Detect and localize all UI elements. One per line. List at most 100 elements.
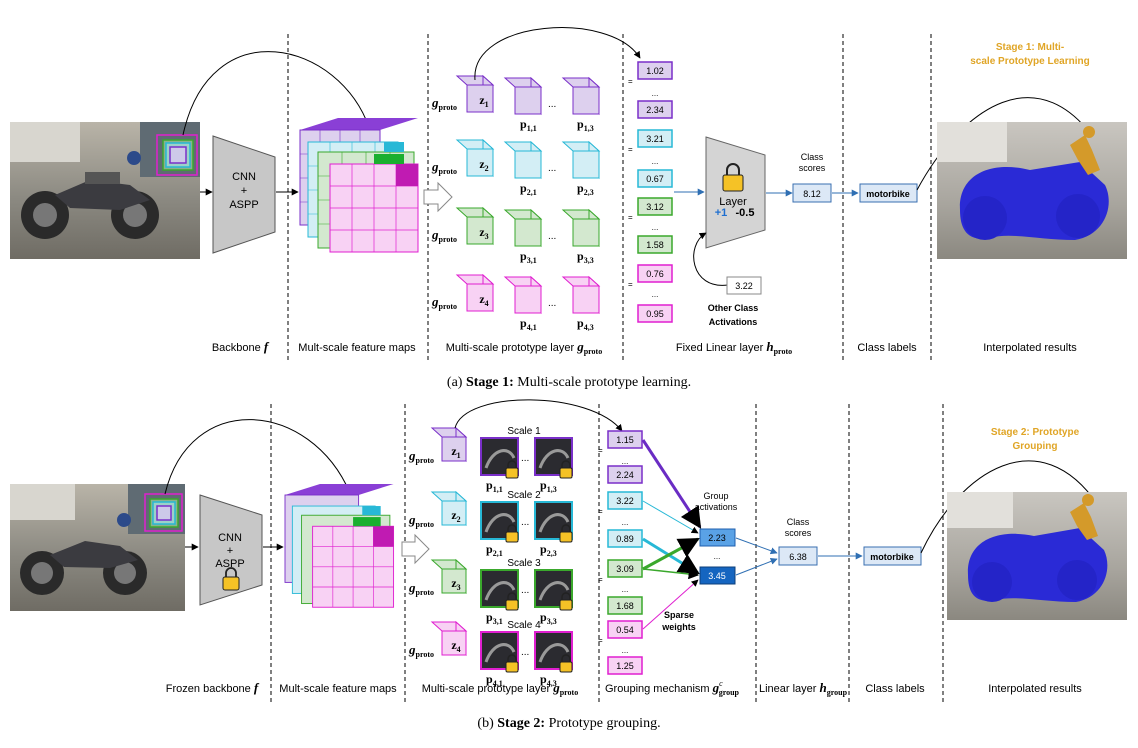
stage1-backbone-cnn: CNN [232, 171, 256, 183]
stage1-backbone: CNN + ASPP [212, 135, 276, 254]
stage2-backbone-plus: + [227, 545, 233, 557]
stage2-scale-vector-label-2: z2 [451, 508, 460, 524]
stage1-activation-equals-1: = [628, 77, 633, 86]
stage2-group-activations-2: activations [695, 502, 738, 512]
stage2-activation-box-9 [607, 596, 643, 615]
stage1-layer-pos-weight: +1 [715, 207, 728, 219]
stage2-prototype-ellipsis-1: ... [521, 453, 529, 464]
stage1-class-score: 8.12 [803, 189, 821, 199]
stage1-prototype-last-2 [561, 140, 601, 180]
stage2-group-box-2 [699, 566, 736, 585]
stage2-prototype-patch-last-4 [534, 631, 573, 673]
stage1-hollow-arrow [423, 181, 453, 213]
stage2-prototype-lock-icon [505, 524, 519, 543]
stage2-prototype-patch-first-4 [480, 631, 519, 673]
stage2-backbone: CNN + ASPP [199, 494, 263, 606]
stage1-backbone-plus: + [241, 185, 247, 197]
stage2-prototype-ellipsis-4: ... [521, 647, 529, 658]
stage2-scale-vector-2 [430, 490, 468, 527]
stage1-prototype-ellipsis-1: ... [548, 99, 556, 110]
stage2-activation-ellipsis-8: ... [622, 585, 629, 594]
stage2-activation-value-12: 1.25 [616, 661, 634, 671]
stage2-sparse-weights-2: weights [661, 622, 696, 632]
stage2-group-value-2: 3.45 [708, 571, 726, 581]
stage2-class-label: motorbike [870, 552, 914, 562]
stage2-activation-equals-3: = [598, 575, 603, 584]
stage1-gproto-label-4: gproto [431, 294, 457, 311]
stage1-layer-lock-icon [722, 163, 744, 192]
stage2-caption: (b) Stage 2: Prototype grouping. [477, 716, 660, 731]
stage2-scale-title-3: Scale 3 [507, 558, 541, 569]
stage1-activation-box-10 [637, 264, 673, 283]
stage2-prototype-lock-icon [505, 654, 519, 673]
stage2-activation-column: 1.15...2.243.22...0.893.09...1.680.54...… [598, 430, 643, 675]
stage1: CNN + ASPP [10, 27, 1127, 390]
stage2-scale-vector-1 [430, 426, 468, 463]
stage2-gproto-label-1: gproto [408, 448, 434, 465]
stage1-prototype-last-label-3: p3,3 [577, 249, 594, 265]
stage1-class-label-box [859, 183, 918, 203]
stage1-activation-box-6 [637, 169, 673, 188]
stage2-activation-value-3: 2.24 [616, 470, 634, 480]
stage2-prototype-lock-icon [505, 592, 519, 611]
stage2-scale-vector-label-1: z1 [451, 444, 460, 460]
stage1-class-score-box [792, 183, 832, 203]
stage2-gproto-label-3: gproto [408, 580, 434, 597]
stage2-label-linear: Linear layer hgroup [759, 680, 848, 697]
stage2-prototype-patch-last-2 [534, 501, 573, 543]
stage1-activation-value-12: 0.95 [646, 309, 664, 319]
stage1-prototype-ellipsis-2: ... [548, 163, 556, 174]
stage2-activation-value-10: 0.54 [616, 625, 634, 635]
stage2-class-label-box [863, 546, 922, 566]
stage2-activation-value-6: 0.89 [616, 534, 634, 544]
stage1-label-interpolated: Interpolated results [983, 342, 1077, 354]
stage1-prototype-ellipsis-3: ... [548, 231, 556, 242]
stage1-prototype-first-label-3: p3,1 [520, 249, 537, 265]
stage2-scale-vector-3 [430, 558, 468, 595]
stage2-result-photo [947, 492, 1127, 620]
stage2-group-box-1 [699, 528, 736, 547]
stage2-activation-value-1: 1.15 [616, 435, 634, 445]
stage1-prototype-to-activation-arc [474, 27, 641, 81]
stage1-photo-to-cube-arc [182, 51, 372, 136]
stage2-prototype-patch-last-1 [534, 437, 573, 479]
stage2-class-score: 6.38 [789, 552, 807, 562]
stage1-label-class-labels: Class labels [857, 342, 917, 354]
stage2-scale-vector-4 [430, 620, 468, 657]
stage2-prototype-lock-icon [559, 460, 573, 479]
stage2-grouping-arrows [641, 439, 702, 630]
stage1-prototype-first-1 [503, 76, 543, 116]
stage1-label-to-result-arc [916, 97, 1103, 191]
stage1-activation-value-4: 3.21 [646, 134, 664, 144]
stage1-layer: Layer +1 -0.5 [705, 136, 766, 249]
stage2-label-to-result-arc [920, 460, 1099, 554]
stage2-group-activations-1: Group [703, 491, 728, 501]
stage2-prototype-lock-icon [559, 654, 573, 673]
stage2-title-line1: Stage 2: Prototype [991, 427, 1080, 438]
stage2-group-to-score-arrow-1 [735, 537, 778, 555]
stage2-activation-box-10 [607, 620, 643, 639]
stage1-scale-vector-label-1: z1 [479, 93, 488, 109]
stage2-prototype-patch-first-3 [480, 569, 519, 611]
stage2-scale-vector-label-3: z3 [451, 576, 460, 592]
stage2-label-class-labels: Class labels [865, 683, 925, 695]
stage2-prototype-lock-icon [505, 460, 519, 479]
stage2-prototype-patch-first-2 [480, 501, 519, 543]
stage1-activation-ellipsis-11: ... [652, 290, 659, 299]
stage2-activation-value-9: 1.68 [616, 601, 634, 611]
stage2-photo-to-cube-arc [164, 419, 351, 495]
stage2-title-line2: Grouping [1013, 441, 1058, 452]
stage2-activation-ellipsis-5: ... [622, 518, 629, 527]
stage2-activation-ellipsis-11: ... [622, 646, 629, 655]
stage1-scale-vector-label-2: z2 [479, 157, 488, 173]
stage2-group-value-1: 2.23 [708, 533, 726, 543]
stage2-prototype-last-label-3: p3,3 [540, 610, 557, 626]
stage1-gproto-label-3: gproto [431, 227, 457, 244]
stage2-activation-box-6 [607, 529, 643, 548]
stage2-activation-value-4: 3.22 [616, 496, 634, 506]
stage1-other-class-label-1: Other Class [708, 303, 759, 313]
stage1-prototype-last-label-1: p1,3 [577, 117, 594, 133]
